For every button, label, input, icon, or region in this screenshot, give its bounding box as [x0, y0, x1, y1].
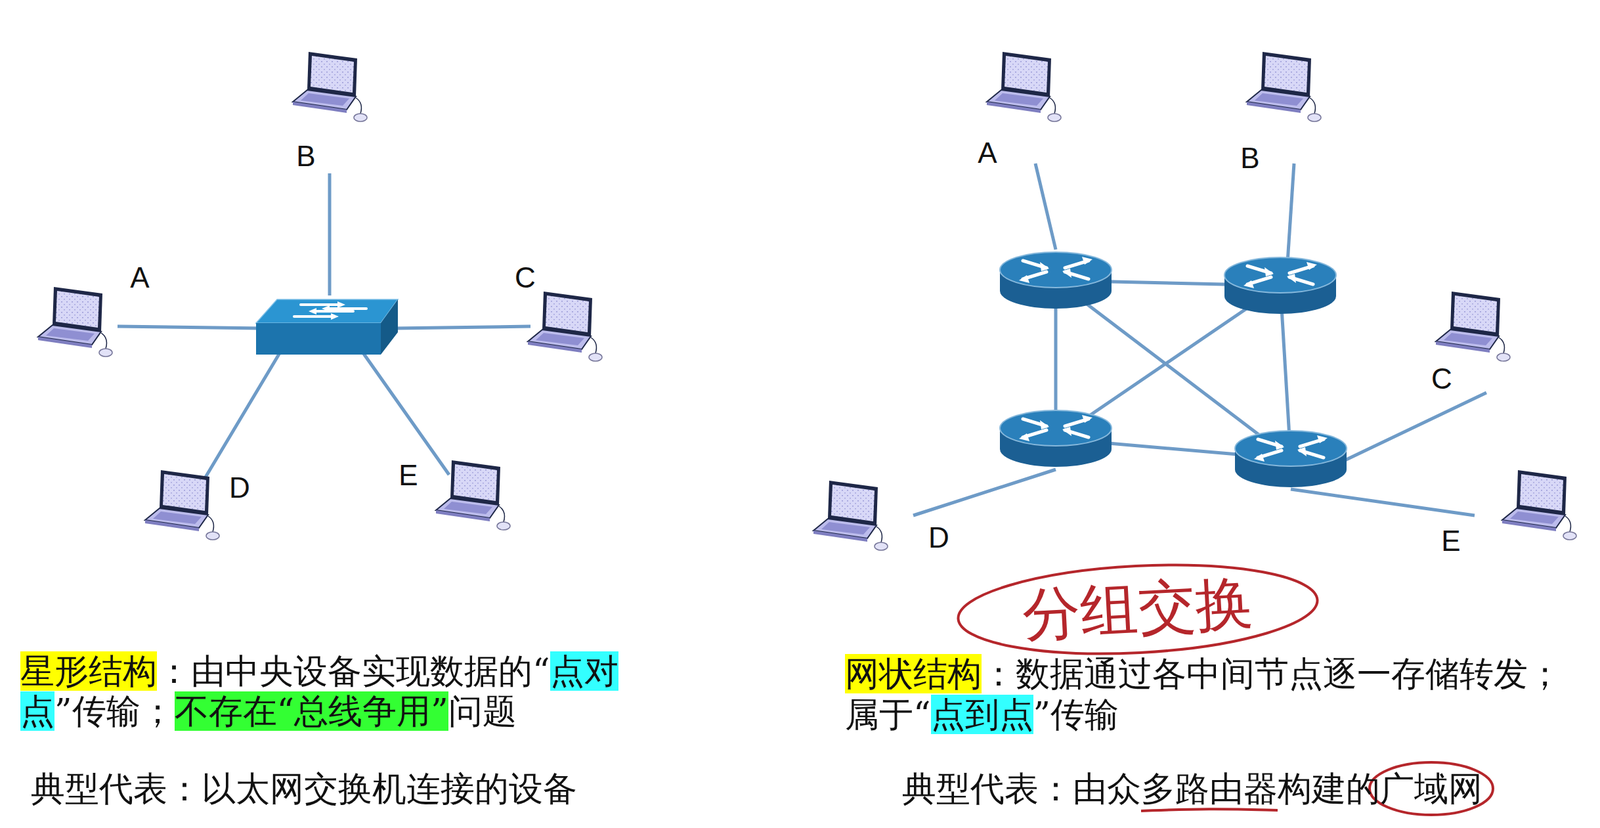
router-icon	[999, 410, 1112, 467]
laptop-icon	[283, 49, 369, 125]
laptop-icon	[804, 477, 890, 554]
caption-text: ”传输；	[54, 691, 175, 731]
caption-text: 问题	[448, 691, 517, 731]
caption-text: 属于“	[844, 694, 931, 735]
caption-line: 网状结构：数据通过各中间节点逐一存储转发；	[844, 653, 1562, 694]
switch-icon	[256, 299, 398, 355]
highlighted-text: 点到点	[930, 694, 1034, 735]
laptop-icon	[1237, 49, 1323, 125]
caption-text: ”传输	[1033, 694, 1120, 735]
router-icon	[1224, 257, 1337, 314]
hand-ellipse	[955, 556, 1320, 662]
hand-underline	[1141, 808, 1278, 811]
laptop-icon	[28, 284, 115, 360]
caption-line: 属于“点到点”传输	[844, 694, 1119, 735]
handwritten-note: 分组交换	[1020, 563, 1256, 654]
router-icon	[999, 252, 1112, 309]
host-letter: B	[296, 139, 316, 173]
host-letter: E	[1441, 524, 1461, 558]
caption-line: 星形结构：由中央设备实现数据的“点对点”传输；不存在“总线争用”问题	[20, 651, 622, 732]
caption-text: 典型代表：以太网交换机连接的设备	[30, 768, 578, 809]
caption-text: 典型代表：由众多路由器构建的广域网	[902, 768, 1483, 809]
host-letter: A	[977, 136, 997, 170]
host-letter: C	[1431, 362, 1453, 396]
highlighted-text: 不存在“总线争用”	[174, 691, 449, 731]
laptop-icon	[518, 288, 605, 365]
laptop-icon	[1426, 288, 1513, 365]
link-lines	[117, 163, 1487, 516]
caption-text: ：由中央设备实现数据的“	[156, 651, 551, 691]
laptop-icon	[135, 467, 222, 543]
laptop-icon	[977, 49, 1063, 125]
host-letter: D	[229, 471, 251, 505]
router-icon	[1234, 430, 1347, 488]
caption-line: 典型代表：由众多路由器构建的广域网	[902, 768, 1483, 809]
host-letter: C	[514, 261, 536, 295]
laptop-icon	[426, 457, 513, 534]
caption-text: ：数据通过各中间节点逐一存储转发；	[981, 653, 1562, 694]
highlighted-text: 网状结构	[844, 653, 982, 694]
host-letter: D	[928, 521, 950, 555]
host-letter: B	[1240, 141, 1260, 175]
host-letter: A	[129, 261, 150, 295]
host-letter: E	[398, 458, 418, 492]
caption-line: 典型代表：以太网交换机连接的设备	[30, 768, 578, 809]
highlighted-text: 星形结构	[20, 651, 157, 691]
laptop-icon	[1492, 467, 1579, 543]
